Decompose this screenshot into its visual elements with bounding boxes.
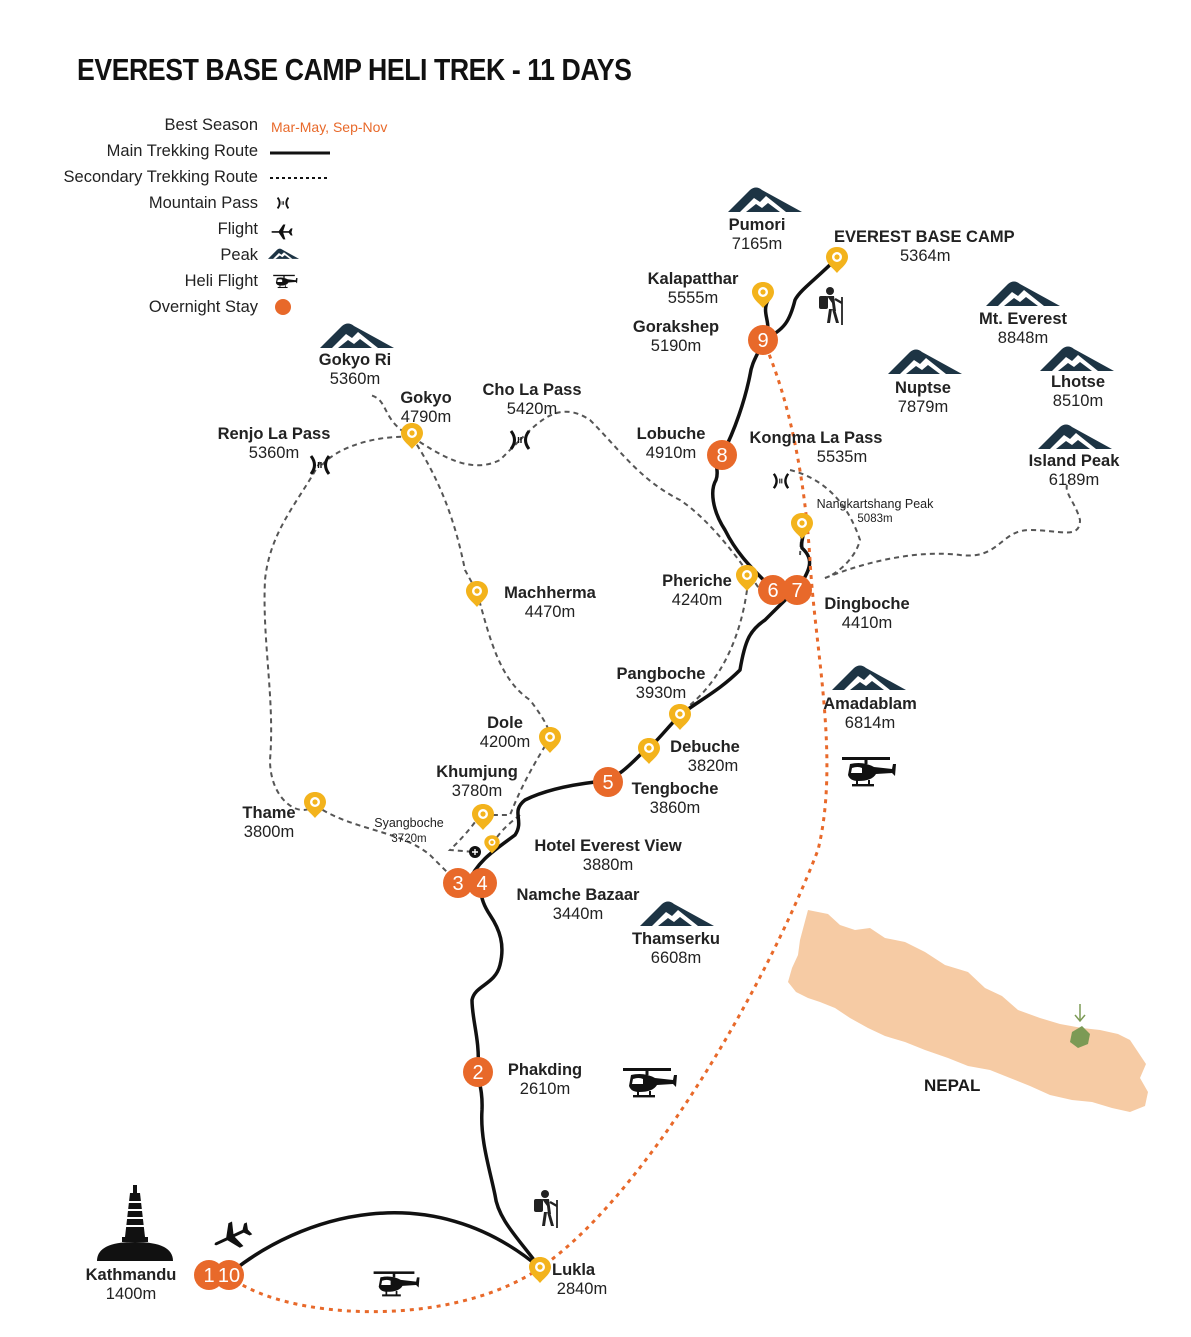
overnight-markers: 9 8 6 7 5 3 4 2 1 10 xyxy=(194,325,812,1290)
peak-lhotse-icon xyxy=(1040,346,1114,371)
peak-gokyori-icon xyxy=(320,323,394,348)
svg-text:8: 8 xyxy=(716,445,727,467)
pin-kalapatthar-icon xyxy=(752,282,774,308)
legend-mountain-pass: Mountain Pass xyxy=(148,194,258,212)
legend-secondary-route: Secondary Trekking Route xyxy=(63,168,258,186)
legend-best-season-value: Mar-May, Sep-Nov xyxy=(271,119,388,135)
overnight-day-4: 4 xyxy=(467,868,497,898)
map-title: EVEREST BASE CAMP HELI TREK - 11 DAYS xyxy=(77,52,632,87)
svg-text:10: 10 xyxy=(218,1265,240,1287)
pin-machherma-icon xyxy=(466,581,488,607)
legend-overnight-stay: Overnight Stay xyxy=(148,298,258,316)
everest-region xyxy=(1070,1026,1090,1048)
svg-text:3: 3 xyxy=(452,873,463,895)
legend-flight: Flight xyxy=(217,220,258,238)
legend-best-season: Best Season xyxy=(164,116,258,134)
peak-islandpeak-icon xyxy=(1038,424,1112,449)
legend-heli-flight: Heli Flight xyxy=(184,272,258,290)
svg-text:2: 2 xyxy=(472,1062,483,1084)
overnight-day-8: 8 xyxy=(707,440,737,470)
airport-syangboche-icon xyxy=(469,846,481,858)
legend-overnight-icon xyxy=(275,299,291,315)
hiker-icon xyxy=(817,285,844,327)
overnight-day-5: 5 xyxy=(593,767,623,797)
heli-flight-route xyxy=(227,339,829,1314)
pin-thame-icon xyxy=(304,792,326,818)
svg-text:9: 9 xyxy=(757,330,768,352)
pin-hotel-everest-view-icon xyxy=(484,835,500,854)
nepal-map xyxy=(788,910,1148,1112)
legend-main-route: Main Trekking Route xyxy=(106,142,258,160)
stupa-icon xyxy=(97,1185,173,1261)
legend-symbols xyxy=(268,151,330,315)
country-label: NEPAL xyxy=(924,1076,981,1095)
pin-lukla-icon xyxy=(529,1257,551,1283)
plane-icon xyxy=(208,1216,256,1257)
legend-heli-icon xyxy=(273,274,298,289)
legend-peak-icon xyxy=(268,248,300,259)
legend-pass-icon xyxy=(276,196,290,210)
pin-khumjung-icon xyxy=(472,804,494,830)
helicopter-icon xyxy=(842,757,896,787)
svg-text:4: 4 xyxy=(476,873,487,895)
overnight-day-3: 3 xyxy=(443,868,473,898)
peak-nuptse-icon xyxy=(888,349,962,374)
svg-text:1: 1 xyxy=(203,1265,214,1287)
overnight-day-9: 9 xyxy=(748,325,778,355)
hiker-icon xyxy=(532,1188,559,1230)
overnight-day-6: 6 xyxy=(758,575,788,605)
helicopter-icon xyxy=(373,1271,420,1297)
overnight-day-10: 10 xyxy=(214,1260,244,1290)
pass-kongma-icon xyxy=(772,472,790,490)
legend-plane-icon xyxy=(271,224,293,240)
pin-pangboche-icon xyxy=(669,704,691,730)
peak-amadablam-icon xyxy=(832,665,906,690)
peak-pumori-icon xyxy=(728,187,802,212)
overnight-day-2: 2 xyxy=(463,1057,493,1087)
svg-text:5: 5 xyxy=(602,772,613,794)
legend-peak: Peak xyxy=(220,246,258,264)
nepal-inset xyxy=(788,910,1148,1112)
helicopter-icon xyxy=(623,1068,677,1098)
svg-text:7: 7 xyxy=(791,580,802,602)
svg-text:6: 6 xyxy=(767,580,778,602)
overnight-day-7: 7 xyxy=(782,575,812,605)
pin-debuche-icon xyxy=(638,738,660,764)
peak-everest-icon xyxy=(986,281,1060,306)
